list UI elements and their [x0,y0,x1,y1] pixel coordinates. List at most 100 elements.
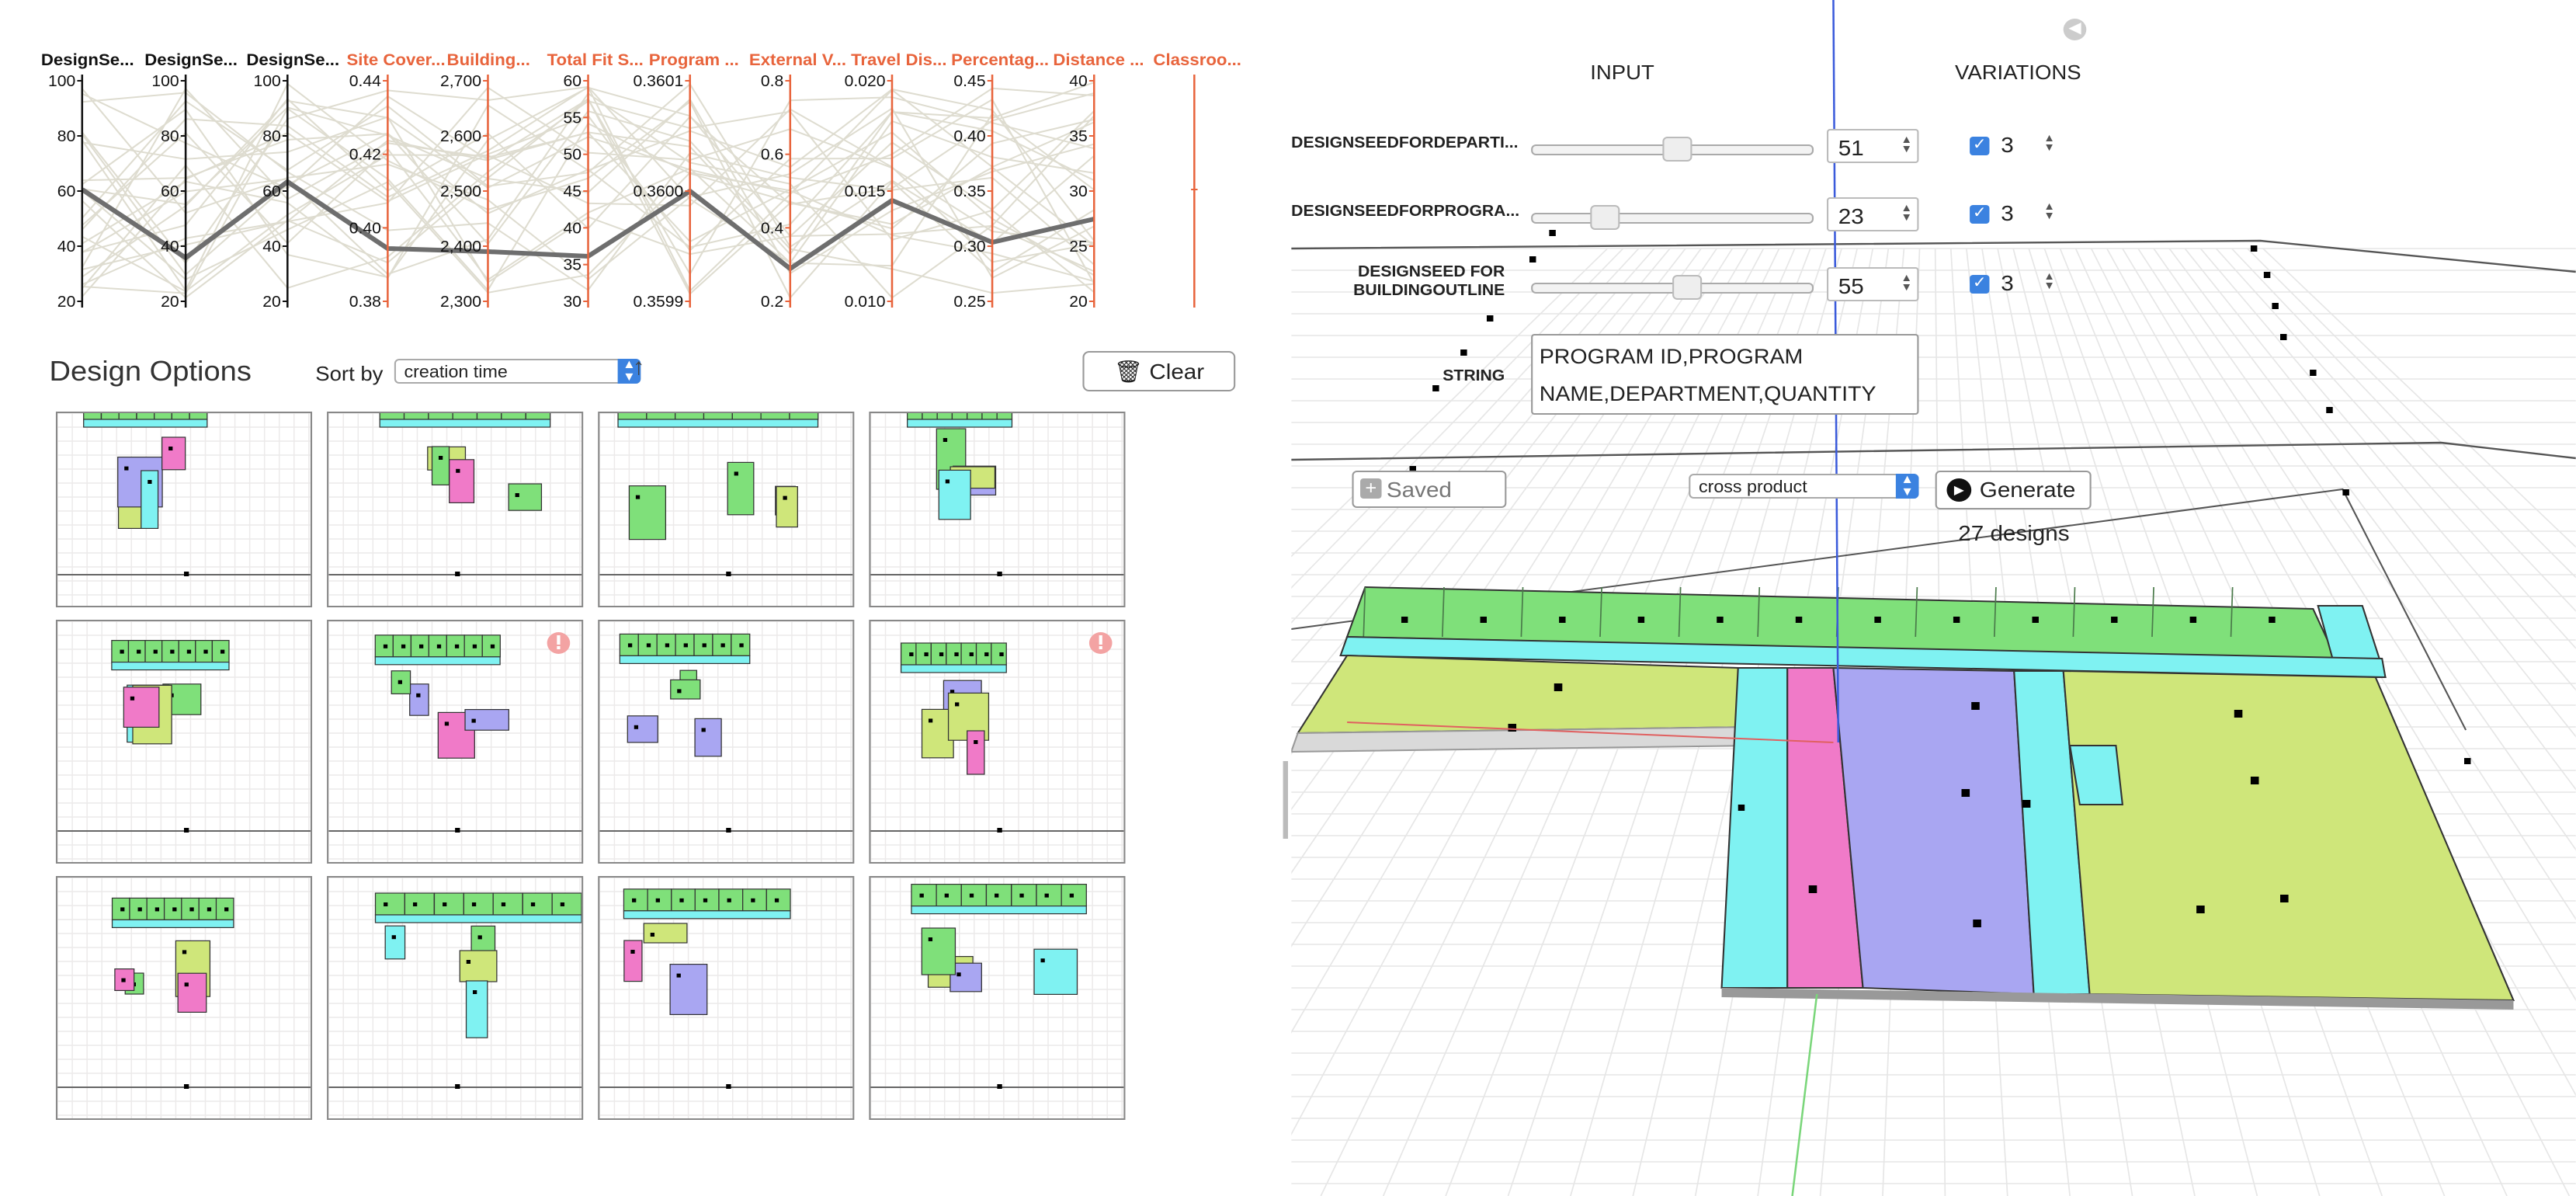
design-option-thumbnail[interactable] [55,620,313,864]
pc-tick-label: 40 [564,220,582,237]
design-option-thumbnail[interactable] [869,412,1126,607]
room-marker [189,907,194,912]
pc-tick-label: 0.3599 [634,294,684,311]
room-block [985,884,1012,907]
stepper-icon[interactable]: ▲▼ [2043,272,2055,292]
stepper-icon[interactable]: ▲▼ [1901,135,1913,155]
room-marker [943,438,948,442]
param-value-input[interactable]: 55▲▼ [1826,267,1919,301]
room-marker [168,447,173,450]
stepper-icon[interactable]: ▲▼ [2043,202,2055,222]
room-marker [655,898,660,902]
pc-axis-title: Percentag... [951,50,1049,69]
variation-count[interactable]: 3 [2001,200,2014,225]
stepper-icon[interactable]: ▲▼ [1901,203,1913,224]
param-value-input[interactable]: 23▲▼ [1826,197,1919,231]
room-block [991,642,1007,666]
variation-checkbox[interactable]: ✓ [1970,275,1990,294]
pc-tick-label: 0.25 [953,294,985,311]
sort-direction-icon[interactable]: ↑ [632,354,645,381]
design-option-thumbnail[interactable] [55,412,313,607]
design-option-thumbnail[interactable] [598,620,855,864]
room-block [900,642,917,666]
trash-icon: 🗑 [1113,359,1144,384]
design-option-thumbnail[interactable] [327,620,584,864]
design-option-thumbnail[interactable] [327,412,584,607]
variation-checkbox[interactable]: ✓ [1970,205,1990,224]
design-option-thumbnail[interactable] [598,876,855,1120]
room-marker [172,907,177,912]
variations-header: VARIATIONS [1955,61,2081,84]
design-option-thumbnail[interactable] [869,620,1126,864]
room-marker [186,649,192,654]
design-option-thumbnail[interactable] [598,412,855,607]
room-block [727,461,755,516]
room-block [675,413,705,420]
boundary-marker [1460,349,1467,356]
string-input[interactable]: PROGRAM ID,PROGRAM NAME,DEPARTMENT,QUANT… [1531,334,1919,415]
variation-checkbox[interactable]: ✓ [1970,137,1990,155]
room-marker [1637,617,1645,623]
parallel-coordinates-chart[interactable]: DesignSe...10080604020DesignSe...1008060… [0,0,1288,326]
param-slider[interactable] [1531,137,1814,162]
room-marker [720,643,725,648]
room-marker [1973,920,1981,927]
clear-label: Clear [1149,359,1205,384]
pane-splitter-handle[interactable] [1283,761,1288,839]
corridor-block [379,419,551,428]
pc-tick-label: 0.35 [953,183,985,200]
room-block [141,470,159,530]
variation-count[interactable]: 3 [2001,132,2014,157]
design-option-thumbnail[interactable] [55,876,313,1120]
room-marker [632,898,637,902]
param-slider[interactable] [1531,205,1814,230]
room-marker [1480,617,1487,623]
corridor-block [900,664,1007,673]
stepper-icon[interactable]: ▲▼ [2043,134,2055,154]
room-marker [384,902,388,906]
room-marker [444,721,450,726]
generation-mode-select[interactable]: cross product ▲▼ [1689,473,1919,499]
room-block [628,485,667,541]
collapse-icon[interactable]: ◀ [2063,19,2087,40]
pc-tick-label: 2,600 [440,128,481,145]
slider-thumb[interactable] [1591,205,1621,230]
pc-tick-label: 0.3601 [634,73,684,90]
room-marker [945,479,950,484]
3d-viewport[interactable] [1291,0,2576,1196]
design-viewport-pane: INPUT VARIATIONS ◀ DESIGNSEEDFORDEPARTI.… [1291,0,2576,1196]
room-marker [2280,895,2289,902]
saved-button[interactable]: + Saved [1352,471,1507,508]
grid-line [2215,248,2576,650]
room-block [452,413,478,420]
variation-count[interactable]: 3 [2001,270,2014,295]
room-marker [560,902,565,906]
slider-thumb[interactable] [1661,137,1692,162]
pc-tick-label: 0.40 [953,128,985,145]
design-option-thumbnail[interactable] [869,876,1126,1120]
stepper-icon[interactable]: ▲▼ [1901,273,1913,294]
room-marker [401,644,406,648]
corridor-block [374,656,501,666]
slider-thumb[interactable] [1672,275,1702,300]
room-marker [635,495,641,499]
room-marker [121,978,126,982]
room-block [789,413,819,420]
room-marker [677,689,682,694]
room-block [760,413,790,420]
pc-axis: External V...0.80.60.40.2 [749,50,846,311]
room-block [967,730,985,775]
param-value-input[interactable]: 51▲▼ [1826,129,1919,163]
pc-tick-label: 40 [161,238,179,256]
room-marker [419,644,424,648]
room-marker [1040,958,1045,963]
clear-button[interactable]: 🗑 Clear [1082,351,1236,391]
param-slider[interactable] [1531,275,1814,300]
pc-axis-title: External V... [749,50,846,69]
boundary-marker [2250,245,2258,252]
generate-button[interactable]: ▶ Generate [1935,471,2092,509]
design-option-thumbnail[interactable] [327,876,584,1120]
room-marker [734,471,738,476]
sort-select[interactable]: creation time ▲▼ [394,358,641,384]
room-divider [2151,586,2154,638]
